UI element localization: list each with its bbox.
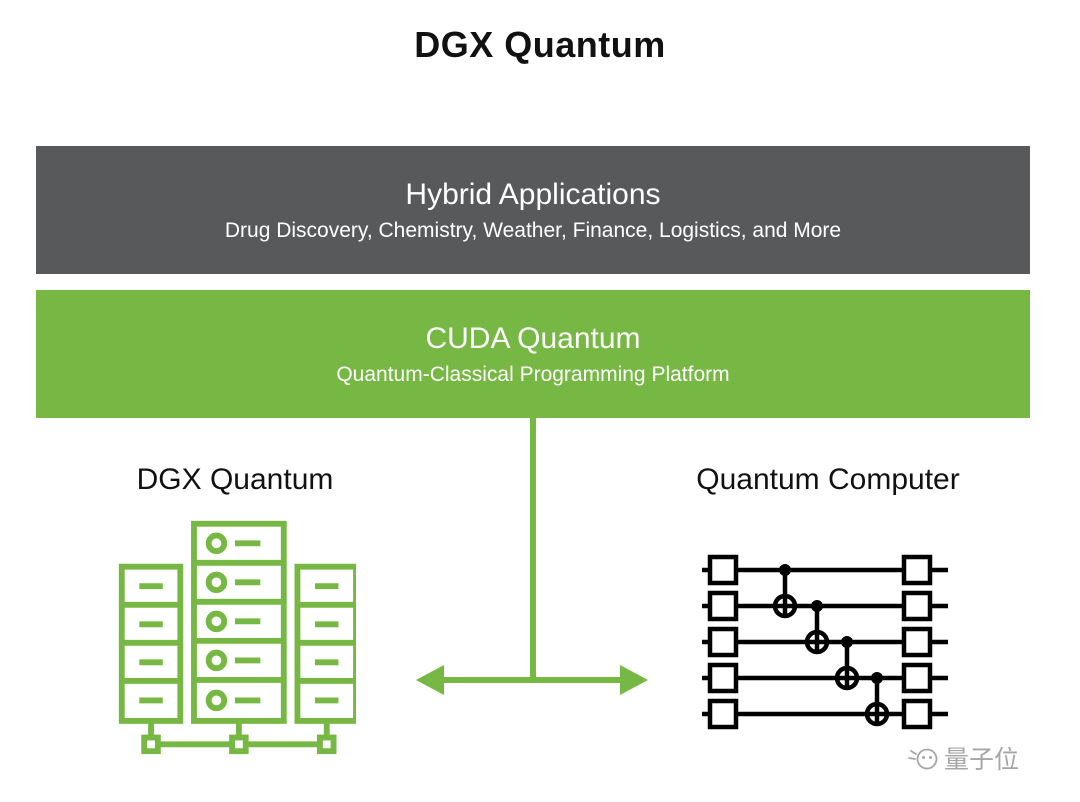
hybrid-applications-title: Hybrid Applications xyxy=(405,177,661,211)
quantum-circuit-icon xyxy=(702,554,948,730)
cuda-quantum-subtitle: Quantum-Classical Programming Platform xyxy=(336,362,730,386)
quantum-computer-node-label: Quantum Computer xyxy=(696,463,960,496)
watermark-text: 量子位 xyxy=(944,746,1020,774)
page-title: DGX Quantum xyxy=(414,24,666,65)
cuda-quantum-title: CUDA Quantum xyxy=(425,321,641,355)
dgx-quantum-node-label: DGX Quantum xyxy=(136,463,334,496)
qbitai-smiley-icon xyxy=(908,748,938,770)
hybrid-applications-layer: Hybrid Applications Drug Discovery, Chem… xyxy=(36,146,1030,274)
cuda-quantum-layer: CUDA Quantum Quantum-Classical Programmi… xyxy=(36,290,1030,418)
watermark: 量子位 xyxy=(908,740,1019,776)
hybrid-applications-subtitle: Drug Discovery, Chemistry, Weather, Fina… xyxy=(224,218,842,242)
server-rack-icon xyxy=(118,520,356,755)
